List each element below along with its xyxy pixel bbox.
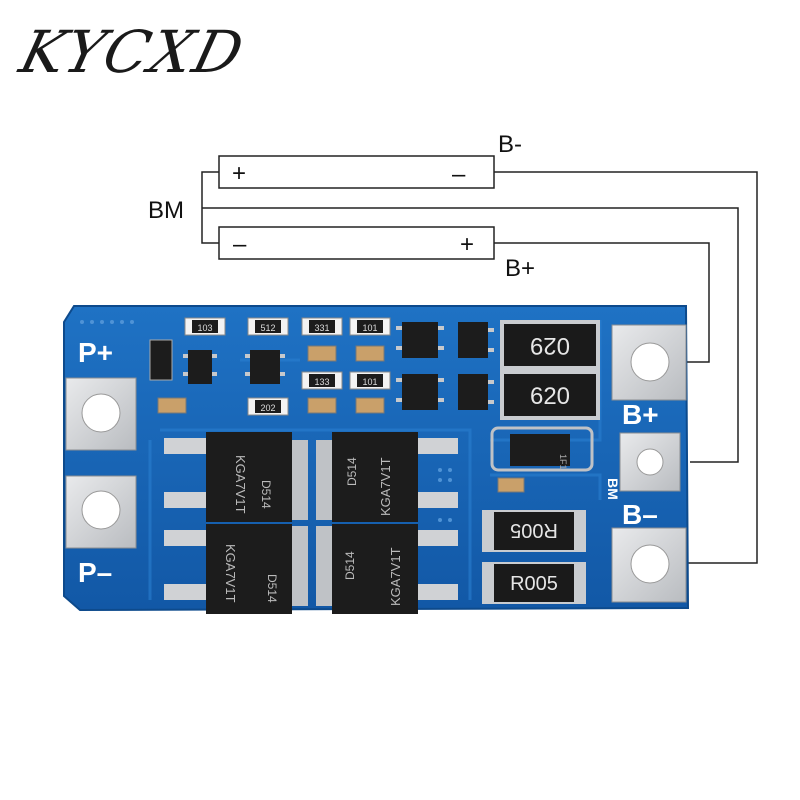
mosfet-4-code: KGA7V1T bbox=[388, 547, 403, 606]
cell1-left-sign: + bbox=[232, 160, 246, 187]
bm-wire bbox=[202, 207, 739, 463]
bm-hole bbox=[636, 448, 664, 476]
mosfet-2-lot: D514 bbox=[345, 457, 359, 486]
shunt-2-code: R005 bbox=[510, 573, 558, 595]
diode-code: 1F1 bbox=[558, 454, 568, 470]
cell2-right-sign: + bbox=[460, 231, 474, 258]
resistor-029-code: 029 bbox=[530, 332, 570, 359]
mosfet-4 bbox=[332, 524, 418, 614]
silk-bm: BM bbox=[605, 478, 621, 500]
p-plus-hole bbox=[81, 393, 121, 433]
code-4: 133 bbox=[314, 377, 329, 387]
mosfet-2 bbox=[332, 432, 418, 522]
code-1: 512 bbox=[260, 323, 275, 333]
vias bbox=[80, 320, 452, 522]
shunt-1-code: R005 bbox=[510, 519, 558, 541]
small-ics bbox=[149, 322, 488, 410]
silk-p-plus: P+ bbox=[78, 337, 113, 368]
mosfet-2-code: KGA7V1T bbox=[378, 457, 393, 516]
mosfet-1 bbox=[206, 432, 292, 522]
mosfet-1-code: KGA7V1T bbox=[233, 455, 248, 514]
silk-p-minus: P– bbox=[78, 557, 112, 588]
mosfet-3-code: KGA7V1T bbox=[223, 544, 238, 603]
mosfet-1-lot: D514 bbox=[259, 480, 273, 509]
b-plus-hole bbox=[630, 342, 670, 382]
silk-b-minus: B– bbox=[622, 499, 658, 530]
mosfet-tabs bbox=[290, 440, 334, 606]
code-3: 101 bbox=[362, 323, 377, 333]
resistor-620-code: 620 bbox=[530, 383, 570, 410]
label-b-minus: B- bbox=[498, 131, 522, 158]
diode bbox=[510, 434, 570, 466]
cell2-left-sign: – bbox=[233, 231, 247, 258]
mosfet-leads bbox=[164, 438, 458, 600]
b-minus-wire bbox=[494, 171, 758, 564]
capacitors bbox=[157, 345, 525, 493]
code-6: 202 bbox=[260, 403, 275, 413]
silk-b-plus: B+ bbox=[622, 399, 659, 430]
p-minus-hole bbox=[81, 490, 121, 530]
b-minus-hole bbox=[630, 544, 670, 584]
resistor-029 bbox=[500, 320, 600, 370]
mosfet-4-lot: D514 bbox=[343, 551, 357, 580]
mosfet-3-lot: D514 bbox=[265, 574, 279, 603]
code-5: 101 bbox=[362, 377, 377, 387]
resistor-620 bbox=[500, 370, 600, 420]
code-2: 331 bbox=[314, 323, 329, 333]
code-0: 103 bbox=[197, 323, 212, 333]
label-bm: BM bbox=[148, 197, 184, 224]
label-b-plus: B+ bbox=[505, 255, 535, 282]
cell1-right-sign: – bbox=[452, 161, 466, 188]
mosfet-3 bbox=[206, 524, 292, 614]
